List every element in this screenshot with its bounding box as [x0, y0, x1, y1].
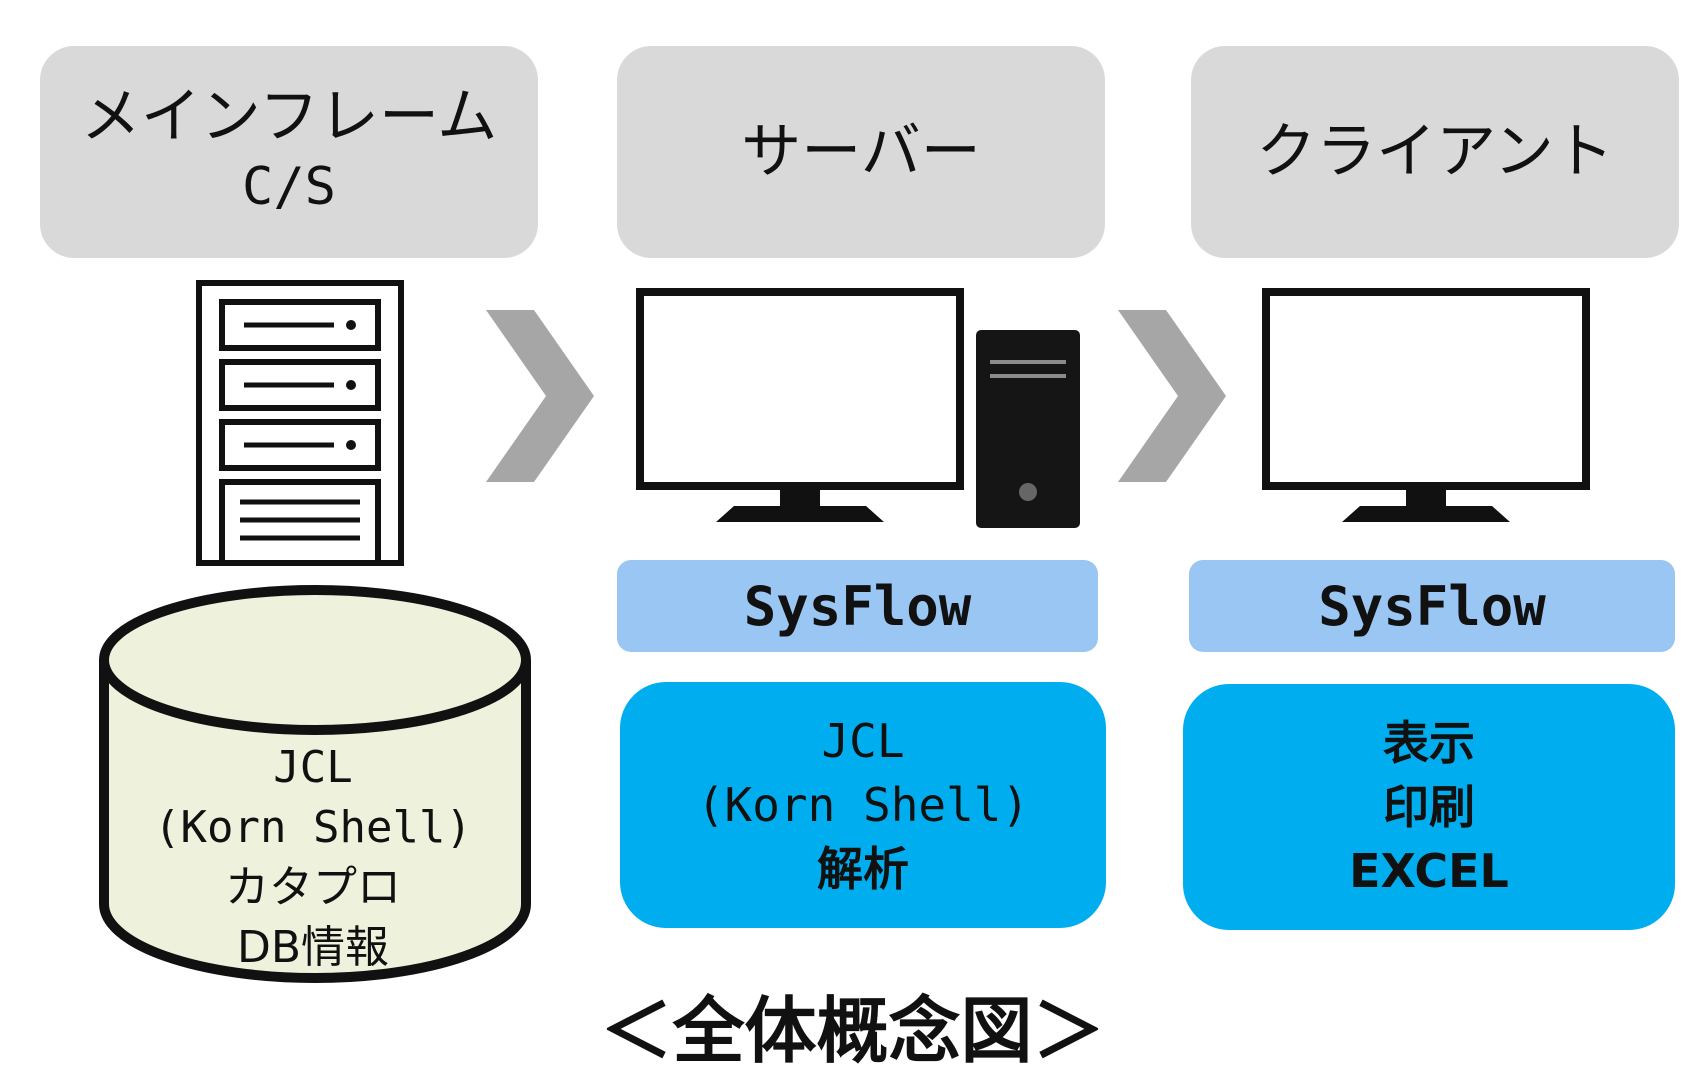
database-line-db-info: DB情報	[236, 922, 390, 973]
database-line-jcl: JCL	[273, 742, 353, 793]
client-function-print: 印刷	[1383, 780, 1475, 834]
header-mainframe: メインフレーム C/S	[40, 46, 538, 258]
server-function-analysis: 解析	[817, 842, 909, 896]
header-client-title: クライアント	[1256, 117, 1614, 187]
header-server: サーバー	[617, 46, 1105, 258]
arrow-right-icon	[486, 310, 594, 482]
client-function-excel: EXCEL	[1349, 844, 1509, 898]
client-functions-box: 表示 印刷 EXCEL	[1183, 684, 1675, 930]
database-line-korn-shell: (Korn Shell)	[154, 802, 472, 853]
client-monitor-icon	[1262, 288, 1590, 522]
server-tower-icon	[976, 330, 1080, 528]
client-sysflow-label: SysFlow	[1189, 560, 1675, 652]
header-mainframe-line2: C/S	[242, 157, 336, 217]
header-server-title: サーバー	[741, 117, 981, 187]
header-client: クライアント	[1191, 46, 1679, 258]
diagram-caption: ＜全体概念図＞	[600, 989, 1105, 1073]
database-line-catalog-procedure: カタプロ	[225, 862, 401, 913]
database-labels: JCL (Korn Shell) カタプロ DB情報	[98, 738, 528, 978]
server-function-korn-shell: (Korn Shell)	[696, 778, 1030, 832]
database-cylinder-icon	[99, 585, 531, 983]
server-sysflow-label: SysFlow	[617, 560, 1098, 652]
mainframe-rack-icon	[196, 280, 404, 566]
server-function-jcl: JCL	[821, 714, 905, 768]
client-function-display: 表示	[1383, 716, 1475, 770]
server-functions-box: JCL (Korn Shell) 解析	[620, 682, 1106, 928]
header-mainframe-line1: メインフレーム	[80, 82, 498, 152]
arrow-right-icon	[1118, 310, 1226, 482]
server-monitor-icon	[636, 288, 964, 522]
